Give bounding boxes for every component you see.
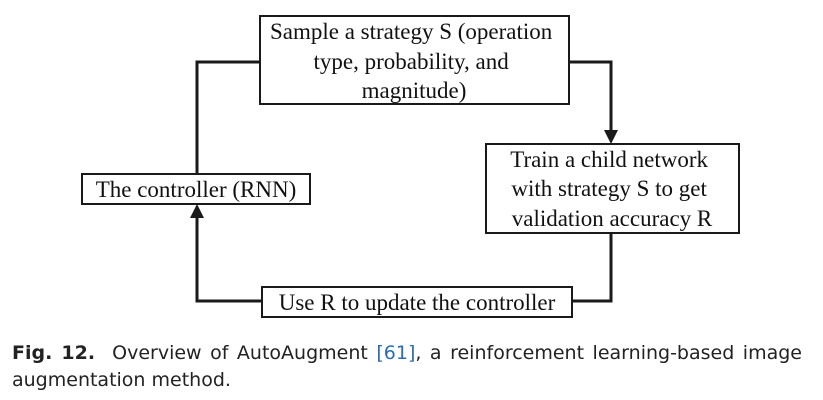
- figure-caption: Fig. 12. Overview of AutoAugment [61], a…: [12, 340, 802, 394]
- figure-label: Fig. 12.: [12, 342, 96, 364]
- svg-text:Train a child network wi: Train a child network with strategy S to…: [510, 147, 714, 231]
- train-node-line-1: Train a child network: [510, 147, 708, 172]
- connector-update-to-controller: [195, 216, 262, 303]
- svg-text:The controller (RNN): The controller (RNN): [96, 177, 297, 202]
- autoaugment-flow-diagram: Sample a strategy S (operation type, pro…: [81, 15, 740, 318]
- update-controller-node: Use R to update the controller: [261, 286, 573, 318]
- arrowhead-into-controller: [190, 204, 204, 218]
- update-node-line-1: Use R to update the controller: [279, 290, 556, 315]
- sample-strategy-node: Sample a strategy S (operation type, pro…: [259, 15, 570, 105]
- sample-node-line-1: Sample a strategy S (operation: [270, 19, 553, 44]
- train-node-line-3: validation accuracy R: [512, 206, 713, 231]
- connector-train-to-update: [572, 233, 613, 303]
- connector-controller-to-sample: [195, 60, 260, 174]
- train-child-network-node: Train a child network with strategy S to…: [485, 143, 740, 234]
- arrowhead-into-train: [604, 130, 618, 144]
- controller-rnn-node: The controller (RNN): [81, 173, 311, 205]
- svg-text:Sample a strategy S (operation: Sample a strategy S (operation type, pro…: [270, 19, 558, 103]
- caption-text-before: Overview of AutoAugment: [112, 342, 377, 364]
- svg-text:Use R to update the controller: Use R to update the controller: [279, 290, 556, 315]
- controller-node-line-1: The controller (RNN): [96, 177, 297, 202]
- sample-node-line-3: magnitude): [362, 78, 467, 103]
- train-node-line-2: with strategy S to get: [511, 176, 707, 201]
- connector-sample-to-train: [569, 60, 613, 132]
- caption-text-after: , a reinforcement learning-based image a…: [12, 342, 802, 391]
- sample-node-line-2: type, probability, and: [314, 49, 510, 74]
- citation-link[interactable]: [61]: [376, 342, 416, 364]
